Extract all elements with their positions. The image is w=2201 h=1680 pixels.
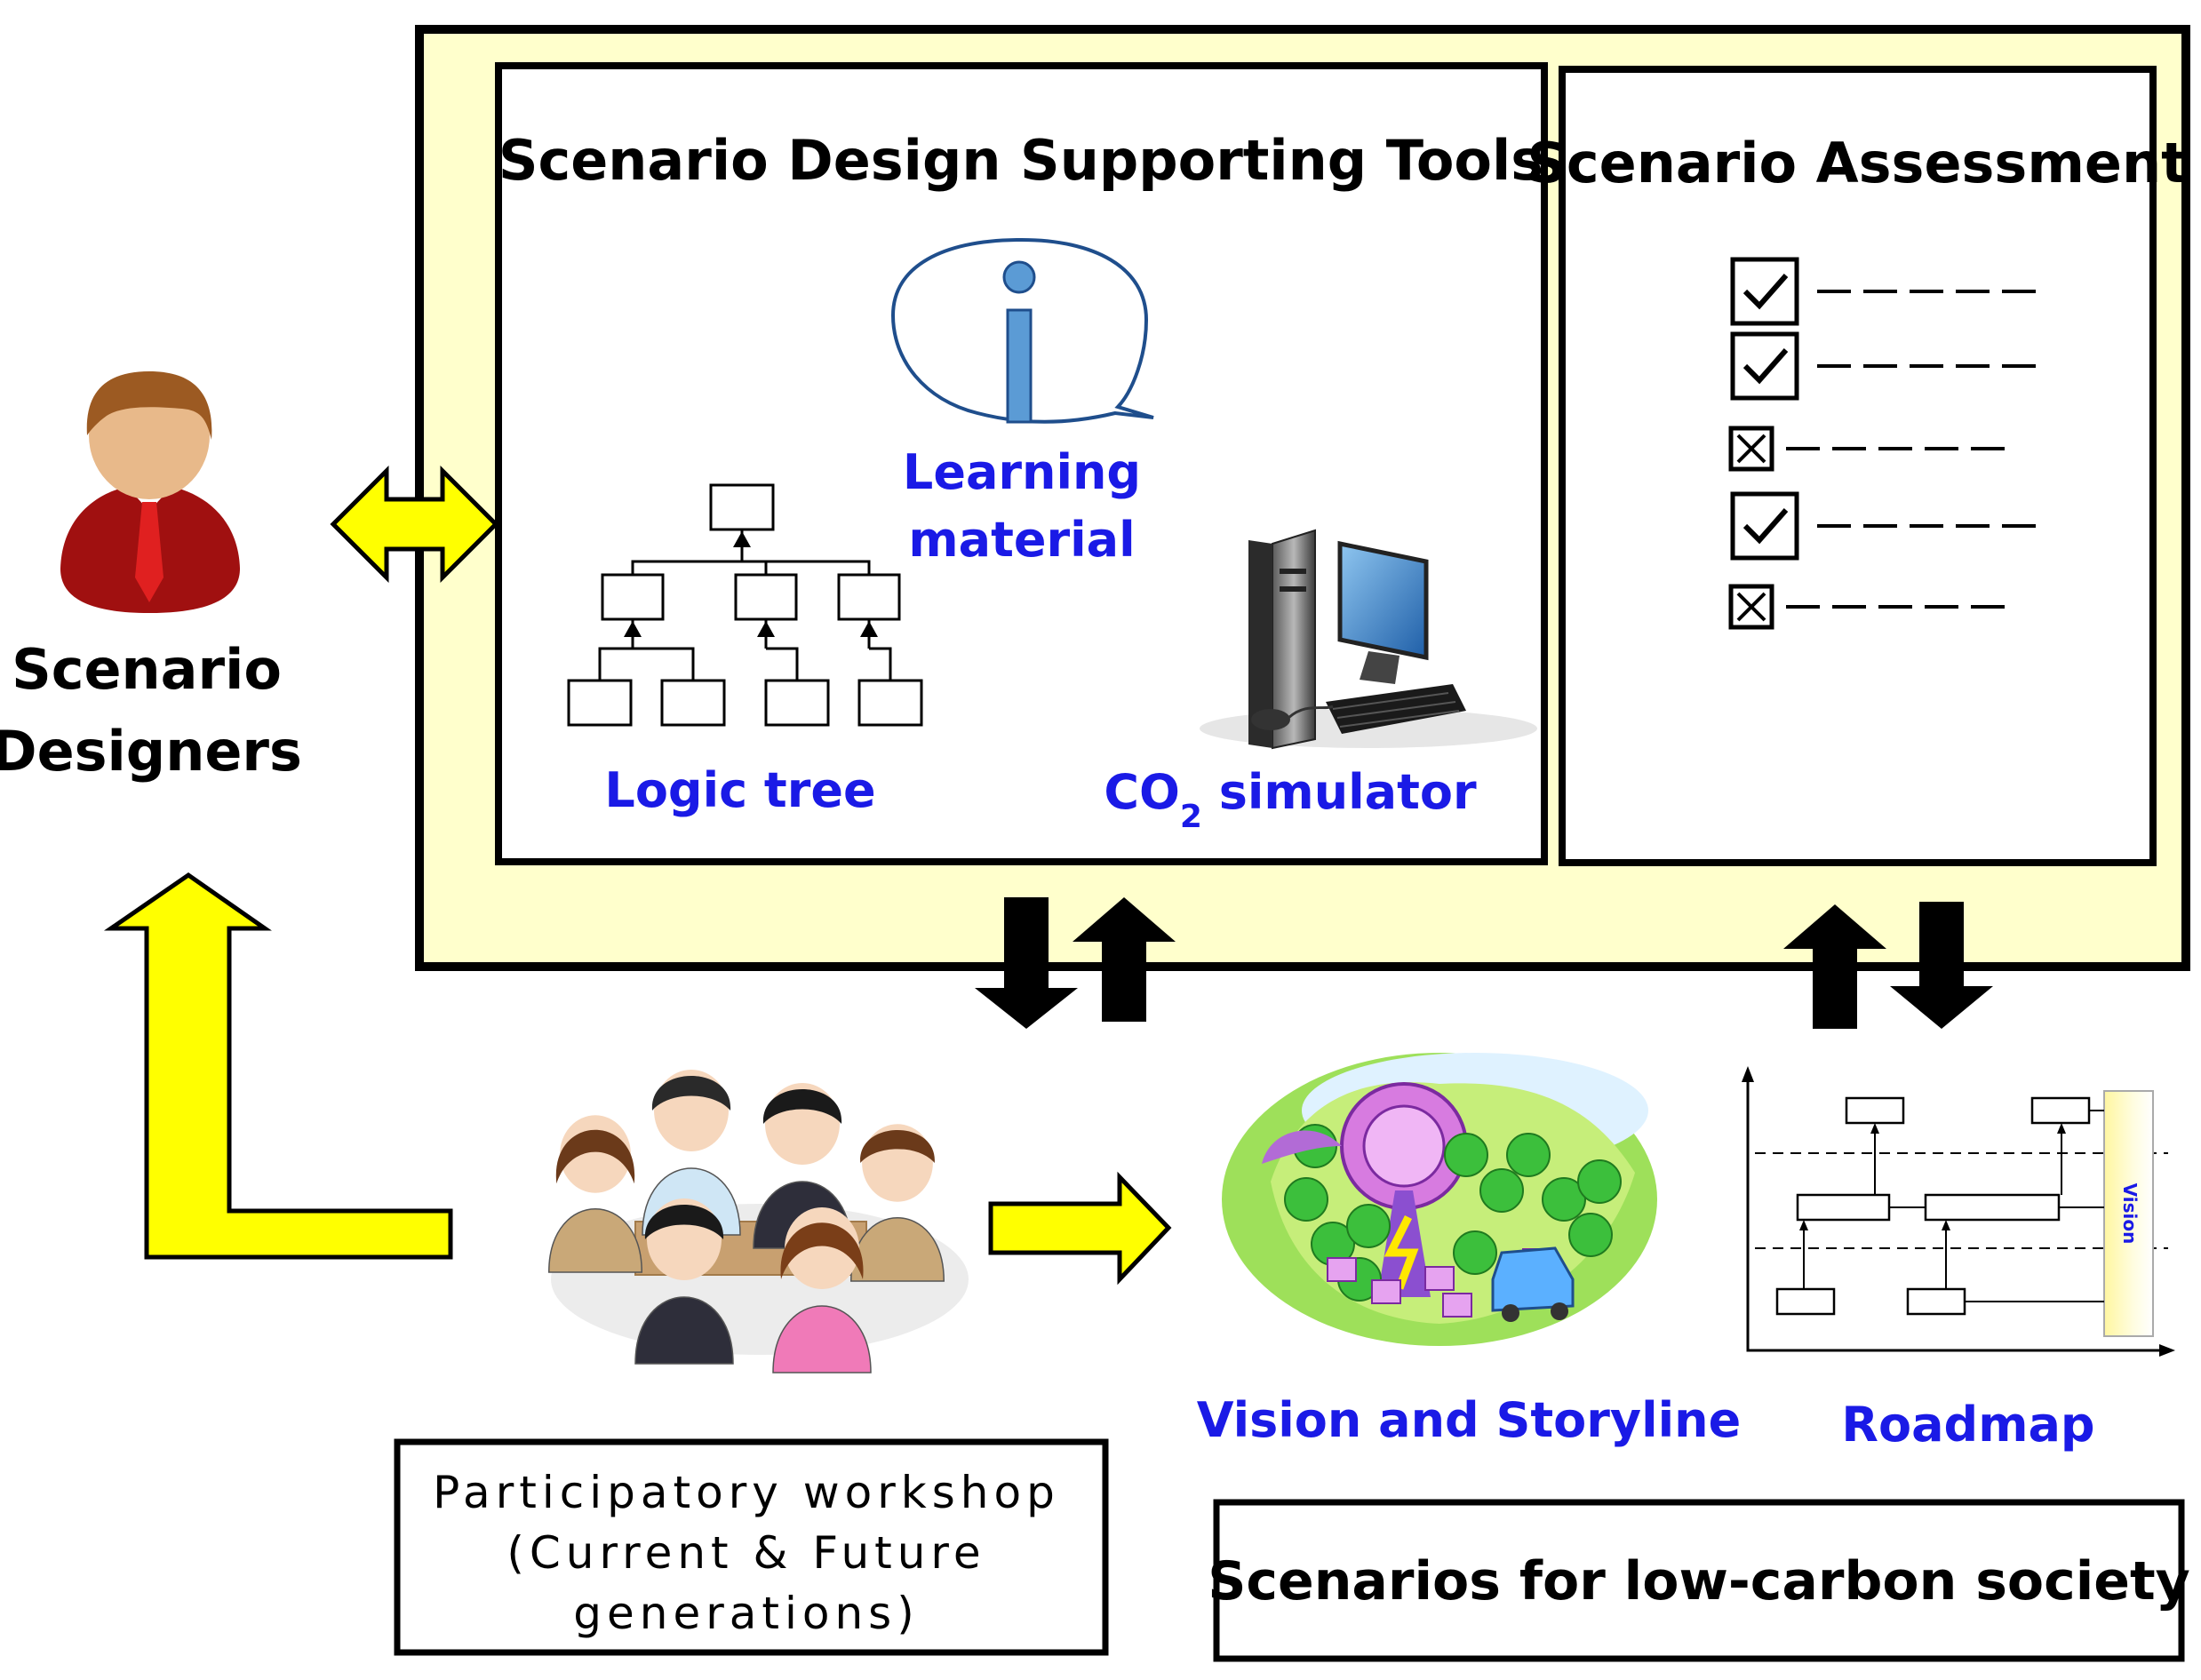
info-bubble-icon bbox=[890, 237, 1154, 424]
check-mark-icon bbox=[1742, 348, 1789, 385]
tree-icon bbox=[1346, 1204, 1391, 1248]
tree-icon bbox=[1479, 1168, 1524, 1213]
roadmap-label: Roadmap bbox=[1841, 1397, 2094, 1453]
checkbox-checked-icon bbox=[1730, 491, 1799, 561]
logic-tree-icon bbox=[567, 483, 923, 727]
assessment-panel: Scenario Assessment bbox=[1527, 66, 2188, 866]
vision-storyline-illustration bbox=[1222, 1053, 1657, 1346]
workshop-people-illustration bbox=[547, 1070, 969, 1373]
feedback-arrow-workshop-designers bbox=[103, 872, 453, 1260]
workshop-participant-icon bbox=[772, 1207, 872, 1373]
scenarios-label: Scenarios for low-carbon society bbox=[1208, 1550, 2190, 1612]
cross-mark-icon bbox=[1736, 434, 1766, 464]
logic-tree-label: Logic tree bbox=[604, 762, 875, 818]
co2-simulator-subscript: 2 bbox=[1180, 799, 1202, 835]
assessment-item bbox=[1728, 584, 2008, 630]
house-icon bbox=[1424, 1266, 1455, 1291]
tree-icon bbox=[1577, 1159, 1622, 1204]
checkbox-checked-icon bbox=[1730, 257, 1799, 326]
workshop-box bbox=[394, 1438, 1109, 1656]
tree-icon bbox=[1284, 1177, 1328, 1222]
computer-icon bbox=[1200, 529, 1537, 750]
assessment-panel-title: Scenario Assessment bbox=[1527, 131, 2188, 195]
designers-label-line1: Scenario bbox=[12, 637, 282, 702]
up-arrow-workshop-tools bbox=[1073, 897, 1176, 1022]
down-arrow-tools-workshop bbox=[975, 897, 1078, 1029]
tree-icon bbox=[1506, 1133, 1551, 1177]
tree-icon bbox=[1453, 1230, 1497, 1275]
assessment-item bbox=[1730, 491, 2039, 561]
assessment-item bbox=[1730, 257, 2039, 326]
workshop-label-line1: Participatory workshop bbox=[433, 1467, 1060, 1518]
vision-storyline-label: Vision and Storyline bbox=[1197, 1392, 1741, 1448]
house-icon bbox=[1442, 1293, 1472, 1318]
logic-tree-arrowheads bbox=[624, 531, 878, 637]
designer-avatar-icon bbox=[60, 371, 240, 613]
roadmap-vision-bar bbox=[2103, 1090, 2154, 1337]
workshop-participant-icon bbox=[849, 1124, 945, 1282]
workshop-participant-icon bbox=[634, 1198, 734, 1365]
tree-icon bbox=[1542, 1177, 1586, 1222]
tree-icon bbox=[1568, 1213, 1613, 1257]
cross-mark-icon bbox=[1736, 592, 1766, 622]
roadmap-diagram bbox=[1742, 1066, 2175, 1357]
up-arrow-roadmap-assessment bbox=[1783, 904, 1886, 1029]
assessment-item bbox=[1728, 426, 2008, 472]
assessment-checklist bbox=[1728, 257, 2039, 630]
house-icon bbox=[1371, 1279, 1401, 1304]
learning-material-label-line1: Learning bbox=[903, 444, 1141, 500]
tools-panel: Scenario Design Supporting Tools Learnin… bbox=[495, 62, 1548, 865]
arrow-workshop-vision bbox=[988, 1171, 1172, 1286]
roadmap-vision-bar-label: Vision bbox=[2119, 1183, 2141, 1245]
workshop-label-line3: generations) bbox=[573, 1588, 919, 1639]
tools-panel-title: Scenario Design Supporting Tools bbox=[498, 128, 1543, 193]
workshop-label-line2: (Current & Future bbox=[506, 1527, 985, 1579]
check-mark-icon bbox=[1742, 508, 1789, 545]
designers-label-line2: Designers bbox=[0, 719, 302, 784]
co2-simulator-suffix: simulator bbox=[1202, 764, 1477, 820]
scenarios-box bbox=[1213, 1499, 2185, 1662]
house-icon bbox=[1327, 1257, 1357, 1282]
workshop-participant-icon bbox=[547, 1115, 643, 1273]
co2-simulator-label: CO2 simulator bbox=[1104, 764, 1477, 835]
assessment-item bbox=[1730, 331, 2039, 401]
co2-simulator-prefix: CO bbox=[1104, 764, 1180, 820]
check-mark-icon bbox=[1742, 274, 1789, 310]
double-arrow-designers-tools bbox=[330, 465, 499, 584]
tree-icon bbox=[1444, 1133, 1488, 1177]
checkbox-checked-icon bbox=[1730, 331, 1799, 401]
learning-material-label-line2: material bbox=[908, 512, 1135, 568]
down-arrow-assessment-roadmap bbox=[1890, 902, 1993, 1029]
